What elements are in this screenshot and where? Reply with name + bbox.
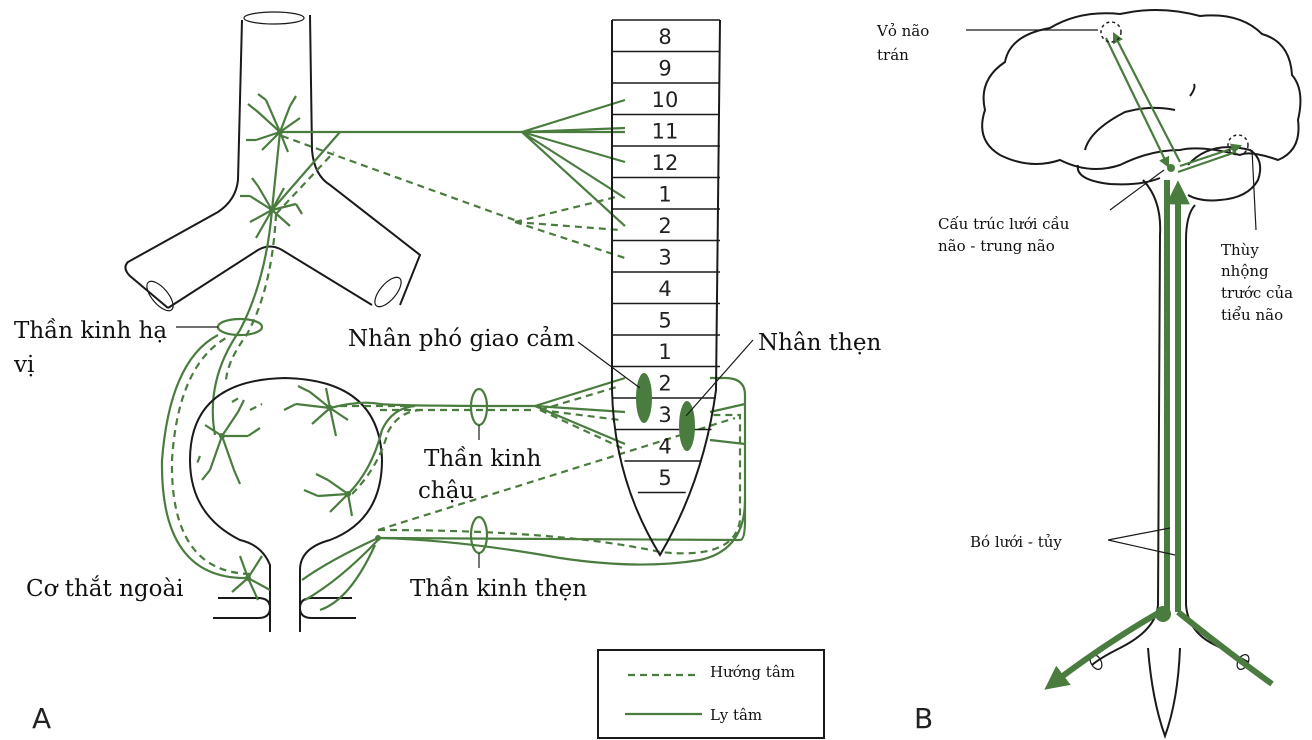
- segment-label-sacral-5: 5: [658, 466, 671, 490]
- sympathetic-ganglion-neurons: [240, 93, 625, 239]
- label-pelvic-nerve-1: Thần kinh: [424, 446, 541, 472]
- pudendal-nucleus-marker: [679, 401, 695, 451]
- hypogastric-nerve-ring: [216, 317, 264, 337]
- segment-label-lumbar-1: 1: [658, 182, 671, 206]
- label-hypogastric-nerve-1: Thần kinh hạ: [14, 318, 167, 344]
- hypogastric-nerve: [176, 209, 278, 436]
- aorta-bifurcation: [124, 11, 422, 312]
- cortical-pathway: [1100, 21, 1181, 168]
- segment-label-thoracic-10: 10: [652, 88, 679, 112]
- segment-label-lumbar-2: 2: [658, 214, 671, 238]
- panel-b-label: B: [914, 702, 933, 735]
- parasympathetic-nucleus-marker: [636, 373, 652, 423]
- label-frontal-cortex-2: trán: [877, 46, 909, 64]
- label-anterior-vermis-1: Thùy: [1221, 241, 1259, 259]
- pelvic-nerve: [379, 376, 626, 449]
- label-anterior-vermis-3: trước của: [1221, 284, 1293, 302]
- legend-afferent: Hướng tâm: [710, 663, 795, 681]
- segment-label-sacral-2: 2: [658, 371, 671, 395]
- panel-a-label: A: [32, 702, 51, 735]
- segment-label-lumbar-5: 5: [658, 308, 671, 332]
- label-reticulospinal-tract: Bó lưới - tủy: [970, 533, 1062, 551]
- segment-label-thoracic-11: 11: [652, 119, 679, 143]
- label-pudendal-nerve: Thần kinh thẹn: [410, 576, 587, 602]
- segment-label-thoracic-8: 8: [658, 25, 671, 49]
- panel-b: Vỏ não trán Cấu trúc lưới cầu não - trun…: [876, 9, 1302, 739]
- legend: Hướng tâm Ly tâm: [597, 649, 825, 739]
- label-pontine-reticular-1: Cấu trúc lưới cầu: [938, 215, 1070, 233]
- sympathetic-efferent-fan: [514, 98, 626, 260]
- reticulospinal-tract: [1044, 180, 1274, 690]
- bladder: [188, 376, 384, 632]
- segment-label-thoracic-9: 9: [658, 56, 671, 80]
- label-anterior-vermis-4: tiểu não: [1221, 306, 1283, 324]
- segment-label-sacral-3: 3: [658, 403, 671, 427]
- label-external-sphincter: Cơ thắt ngoài: [26, 576, 184, 602]
- label-anterior-vermis-2: nhộng: [1221, 262, 1269, 280]
- label-pudendal-nucleus: Nhân thẹn: [758, 330, 881, 356]
- segment-label-lumbar-3: 3: [658, 245, 671, 269]
- spinal-cord-outline: [1091, 179, 1162, 666]
- segment-label-sacral-1: 1: [658, 340, 671, 364]
- cerebellum-outline: [1187, 146, 1262, 202]
- label-pontine-reticular-2: não - trung não: [938, 237, 1055, 255]
- vermis-marker: [1227, 134, 1249, 156]
- pontine-reticular-node: [1167, 164, 1175, 172]
- segment-label-lumbar-4: 4: [658, 277, 671, 301]
- label-parasympathetic-nucleus: Nhân phó giao cảm: [348, 326, 575, 352]
- segment-label-sacral-4: 4: [658, 434, 671, 458]
- cerebrum-outline: [981, 9, 1302, 170]
- pudendal-nerve: [160, 334, 747, 612]
- cerebellar-pathway: [1177, 134, 1249, 174]
- label-hypogastric-nerve-2: vị: [13, 352, 34, 378]
- legend-efferent: Ly tâm: [710, 706, 762, 724]
- segment-label-thoracic-12: 12: [652, 151, 679, 175]
- pudendal-nerve-ring: [469, 515, 489, 555]
- label-frontal-cortex-1: Vỏ não: [876, 22, 929, 40]
- frontal-cortex-marker: [1100, 21, 1122, 43]
- label-pelvic-nerve-2: chậu: [418, 478, 474, 504]
